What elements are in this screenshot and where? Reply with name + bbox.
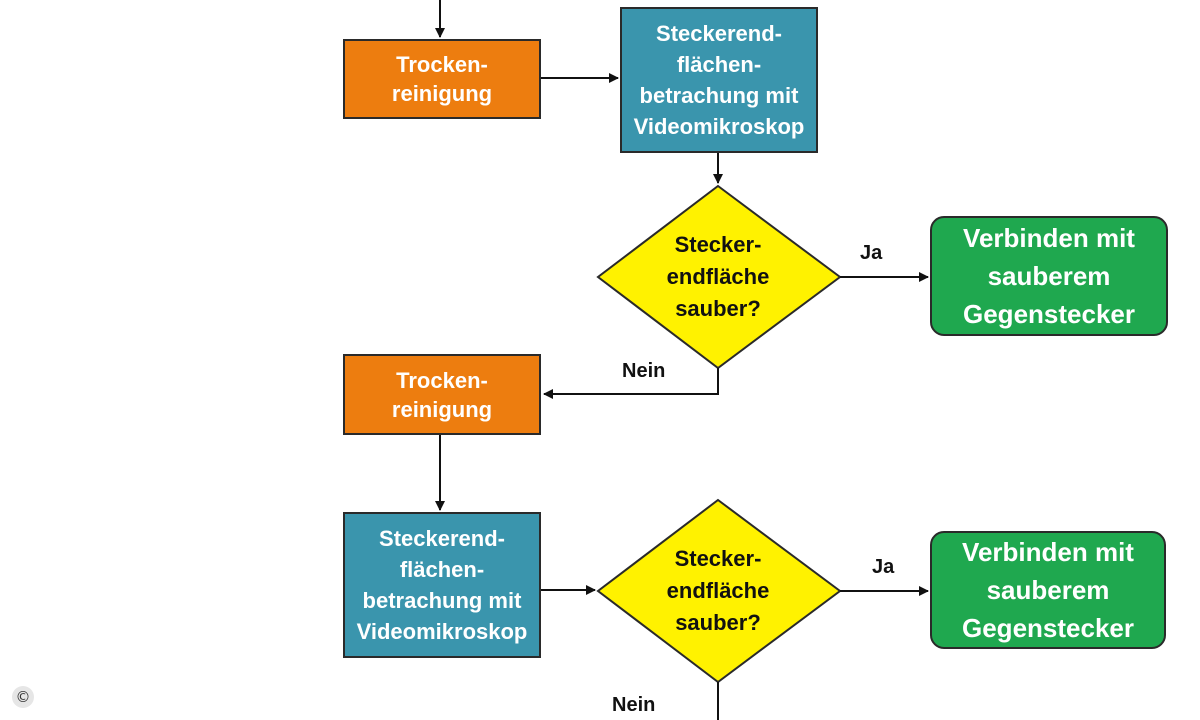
connect-result-1-label: Verbinden mit sauberem Gegenstecker xyxy=(963,223,1135,329)
copyright-icon: © xyxy=(12,686,34,708)
decision-1-yes-label: Ja xyxy=(860,242,883,264)
arrow-decision-1-no xyxy=(543,368,719,399)
dry-cleaning-step-2: Trocken- reinigung xyxy=(343,354,541,435)
decision-2-label: Stecker- endfläche sauber? xyxy=(666,546,770,635)
inspection-step-2-label: Steckerend- flächen- betrachung mit Vide… xyxy=(356,526,528,644)
decision-1-no-label: Nein xyxy=(622,360,666,382)
inspection-step-2: Steckerend- flächen- betrachung mit Vide… xyxy=(343,512,541,658)
connect-result-2: Verbinden mit sauberem Gegenstecker xyxy=(930,531,1166,649)
dry-cleaning-step-1-label: Trocken- reinigung xyxy=(391,52,493,106)
inspection-step-1-label: Steckerend- flächen- betrachung mit Vide… xyxy=(633,21,805,139)
connect-result-2-label: Verbinden mit sauberem Gegenstecker xyxy=(962,537,1134,643)
dry-cleaning-step-2-label: Trocken- reinigung xyxy=(391,367,493,422)
dry-cleaning-step-1: Trocken- reinigung xyxy=(343,39,541,119)
decision-1-label: Stecker- endfläche sauber? xyxy=(666,232,770,321)
decision-2-yes-label: Ja xyxy=(872,556,895,578)
inspection-step-1: Steckerend- flächen- betrachung mit Vide… xyxy=(620,7,818,153)
connect-result-1: Verbinden mit sauberem Gegenstecker xyxy=(930,216,1168,336)
decision-2-no-label: Nein xyxy=(612,694,656,716)
